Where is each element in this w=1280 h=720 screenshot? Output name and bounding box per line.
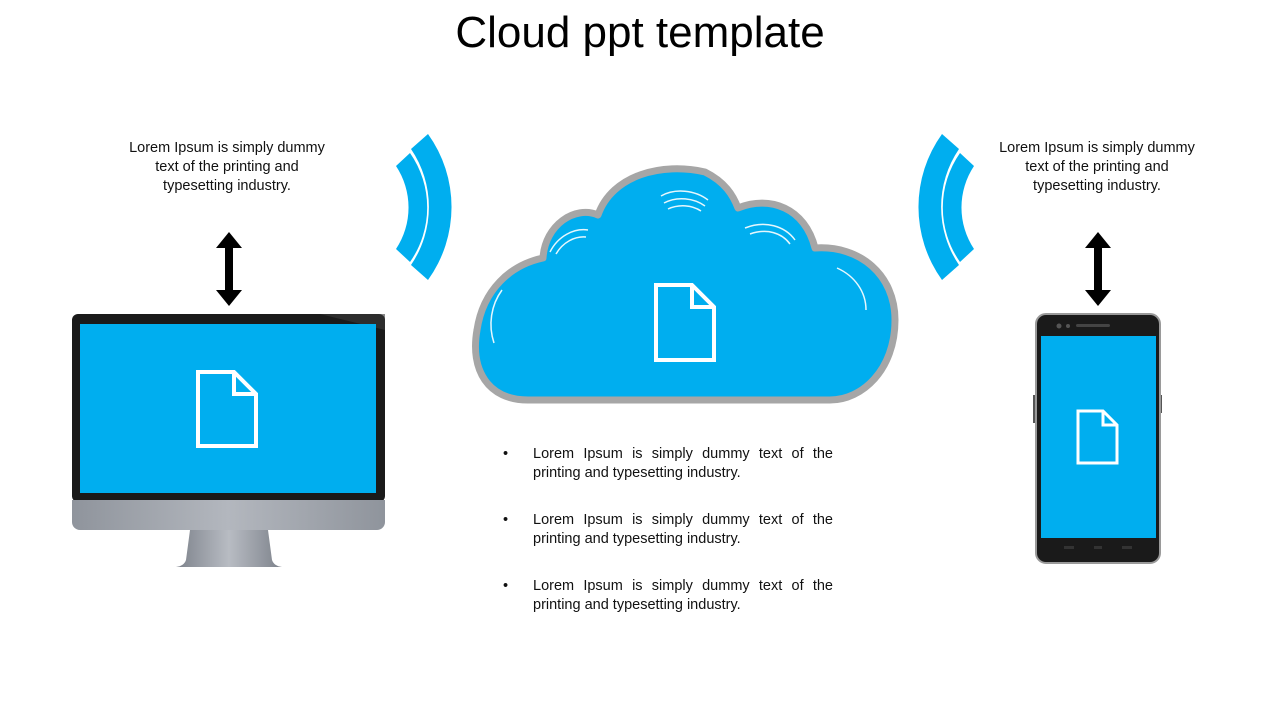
phone-screen	[1041, 336, 1156, 538]
bullet-symbol: •	[503, 578, 509, 594]
monitor-chin	[72, 500, 385, 530]
monitor-caption: Lorem Ipsum is simply dummy text of the …	[129, 140, 325, 194]
monitor-device	[72, 314, 385, 567]
bullet-text: Lorem Ipsum is simply dummy text of the …	[533, 512, 833, 547]
cloud-document-icon	[654, 283, 716, 362]
phone-device	[1033, 313, 1162, 564]
bullet-item: • Lorem Ipsum is simply dummy text of th…	[503, 445, 833, 483]
left-double-arrow-icon	[216, 232, 242, 306]
bullet-item: • Lorem Ipsum is simply dummy text of th…	[503, 577, 833, 615]
right-double-arrow-icon	[1085, 232, 1111, 306]
cloud-shape	[472, 165, 899, 404]
bullet-list: • Lorem Ipsum is simply dummy text of th…	[503, 445, 833, 643]
bullet-text: Lorem Ipsum is simply dummy text of the …	[533, 578, 833, 613]
phone-document-icon	[1076, 409, 1119, 465]
bullet-symbol: •	[503, 512, 509, 528]
monitor-stand	[176, 530, 282, 567]
bullet-text: Lorem Ipsum is simply dummy text of the …	[533, 446, 833, 481]
right-wireless-signal-icon	[918, 134, 974, 280]
slide-title: Cloud ppt template	[455, 8, 825, 57]
monitor-document-icon	[196, 370, 258, 448]
bullet-symbol: •	[503, 446, 509, 462]
monitor-screen	[80, 324, 376, 493]
bullet-item: • Lorem Ipsum is simply dummy text of th…	[503, 511, 833, 549]
left-wireless-signal-icon	[396, 134, 452, 280]
phone-caption: Lorem Ipsum is simply dummy text of the …	[999, 140, 1195, 194]
